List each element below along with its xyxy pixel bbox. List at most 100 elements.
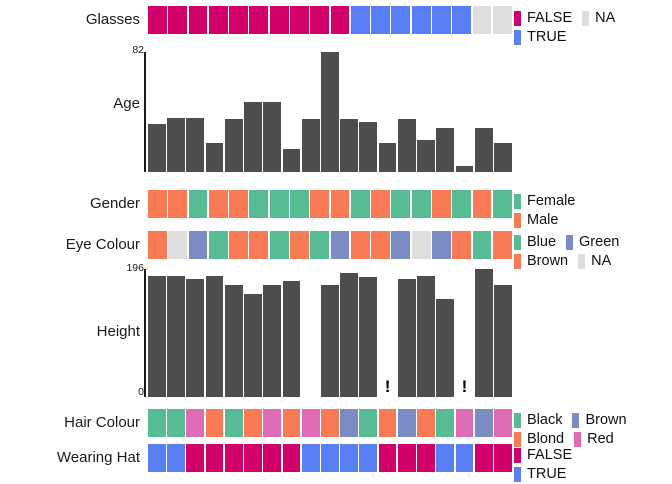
axis-min-height: 0 — [138, 386, 144, 398]
strip-cell — [411, 190, 431, 218]
strip-gender — [148, 190, 512, 218]
strip-cell — [148, 444, 166, 472]
legend-swatch-icon — [572, 413, 580, 428]
panel-label-hair-colour: Hair Colour — [64, 414, 140, 431]
legend-item: Black — [514, 413, 562, 428]
strip-cell — [188, 231, 208, 259]
bar — [320, 284, 339, 397]
legend-row: FALSE — [514, 446, 582, 465]
strip-cell — [431, 231, 451, 259]
legend-row: FALSE NA — [514, 9, 625, 28]
strip-cell — [205, 444, 224, 472]
bar — [436, 299, 455, 397]
strip-cell — [492, 6, 512, 34]
legend-swatch-icon — [582, 11, 590, 26]
legend-swatch-icon — [566, 235, 574, 250]
bar — [340, 119, 359, 172]
strip-cell — [224, 409, 243, 437]
strip-cell — [436, 409, 455, 437]
strip-cell — [371, 190, 390, 218]
strip-cell — [320, 409, 339, 437]
legend-swatch-icon — [514, 11, 521, 26]
strip-cell — [452, 190, 472, 218]
missing-flag: ! — [456, 269, 474, 397]
strip-cell — [168, 6, 188, 34]
bar — [205, 275, 224, 397]
missing-flag: ! — [379, 269, 397, 397]
strip-cell — [431, 6, 451, 34]
legend-item: Male — [514, 213, 558, 228]
strip-cell — [310, 231, 330, 259]
bar — [263, 101, 282, 172]
strip-cell — [186, 409, 205, 437]
strip-cell — [391, 6, 411, 34]
legend-swatch-icon — [514, 194, 521, 209]
legend-item: FALSE — [514, 11, 572, 26]
bar — [282, 281, 301, 397]
bar — [224, 284, 243, 397]
strip-cell — [168, 231, 188, 259]
strip-cell — [289, 190, 309, 218]
missing-bar — [302, 269, 320, 397]
legend-item: Blond — [514, 432, 564, 447]
strip-cell — [417, 409, 435, 437]
legend-swatch-icon — [574, 432, 582, 447]
strip-glasses — [148, 6, 512, 34]
strip-cell — [224, 444, 243, 472]
legend-swatch-icon — [578, 254, 586, 269]
bar — [301, 119, 320, 172]
strip-cell — [208, 231, 228, 259]
bar — [320, 52, 339, 172]
legend-label: Male — [527, 212, 559, 229]
strip-cell — [472, 231, 492, 259]
strip-cell — [417, 444, 435, 472]
legend-label: Brown — [527, 253, 569, 270]
strip-cell — [330, 6, 350, 34]
strip-cell — [391, 231, 411, 259]
strip-cell — [148, 231, 167, 259]
strip-cell — [167, 409, 186, 437]
strip-cell — [263, 409, 282, 437]
legend-item: NA — [582, 11, 615, 26]
bar — [378, 142, 397, 172]
strip-cell — [269, 6, 289, 34]
strip-cell — [208, 190, 228, 218]
bar — [244, 293, 262, 397]
strip-cell — [350, 231, 370, 259]
strip-cell — [289, 231, 309, 259]
strip-cell — [269, 190, 289, 218]
strip-cell — [282, 409, 301, 437]
strip-cell — [492, 231, 512, 259]
bar — [244, 101, 262, 172]
strip-cell — [411, 6, 431, 34]
strip-cell — [167, 444, 186, 472]
bar — [340, 272, 359, 397]
strip-cell — [282, 444, 301, 472]
bar — [148, 275, 166, 397]
strip-cell — [244, 444, 262, 472]
legend-label: Black — [527, 412, 563, 429]
strip-cell — [188, 6, 208, 34]
bar — [397, 119, 416, 172]
strip-cell — [397, 444, 416, 472]
axis-max-height: 196 — [126, 262, 144, 274]
legend-swatch-icon — [514, 30, 521, 45]
bar — [359, 122, 378, 172]
strip-cell — [436, 444, 455, 472]
strip-cell — [472, 6, 492, 34]
strip-cell — [452, 6, 472, 34]
strip-cell — [431, 190, 451, 218]
legend-swatch-icon — [514, 448, 521, 463]
legend-item: Brown — [572, 413, 627, 428]
bar — [167, 275, 186, 397]
strip-cell — [350, 190, 370, 218]
legend-row: Male — [514, 211, 585, 230]
strip-cell — [474, 444, 493, 472]
strip-cell — [493, 409, 512, 437]
legend-label: FALSE — [527, 10, 573, 27]
bar — [263, 284, 282, 397]
